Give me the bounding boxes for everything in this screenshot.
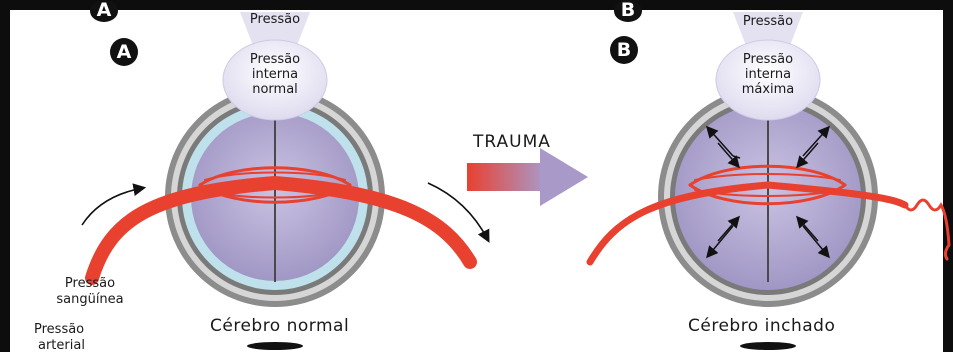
panel-a-badge: A — [110, 38, 138, 66]
panel-b-top-label: Pressão — [736, 14, 800, 30]
panel-a-caption: Cérebro normal — [210, 316, 349, 336]
panel-b-badge-top: B — [614, 0, 642, 22]
caption-underlines — [247, 342, 796, 350]
panel-b-inner-label: Pressão interna máxima — [738, 52, 798, 97]
panel-a-top-label: Pressão — [243, 12, 307, 28]
panel-a-blood-label: Pressão sangüínea — [48, 276, 132, 308]
panel-a-badge-top: A — [90, 0, 118, 22]
panel-a-extra-label-2: arterial — [38, 338, 85, 352]
trauma-arrow — [467, 148, 588, 206]
panel-b-caption: Cérebro inchado — [688, 316, 835, 336]
panel-b-badge: B — [610, 36, 638, 64]
panel-a-inner-label: Pressão interna normal — [245, 52, 305, 97]
trauma-label: TRAUMA — [473, 132, 551, 152]
panel-a-extra-label-1: Pressão — [34, 322, 84, 338]
